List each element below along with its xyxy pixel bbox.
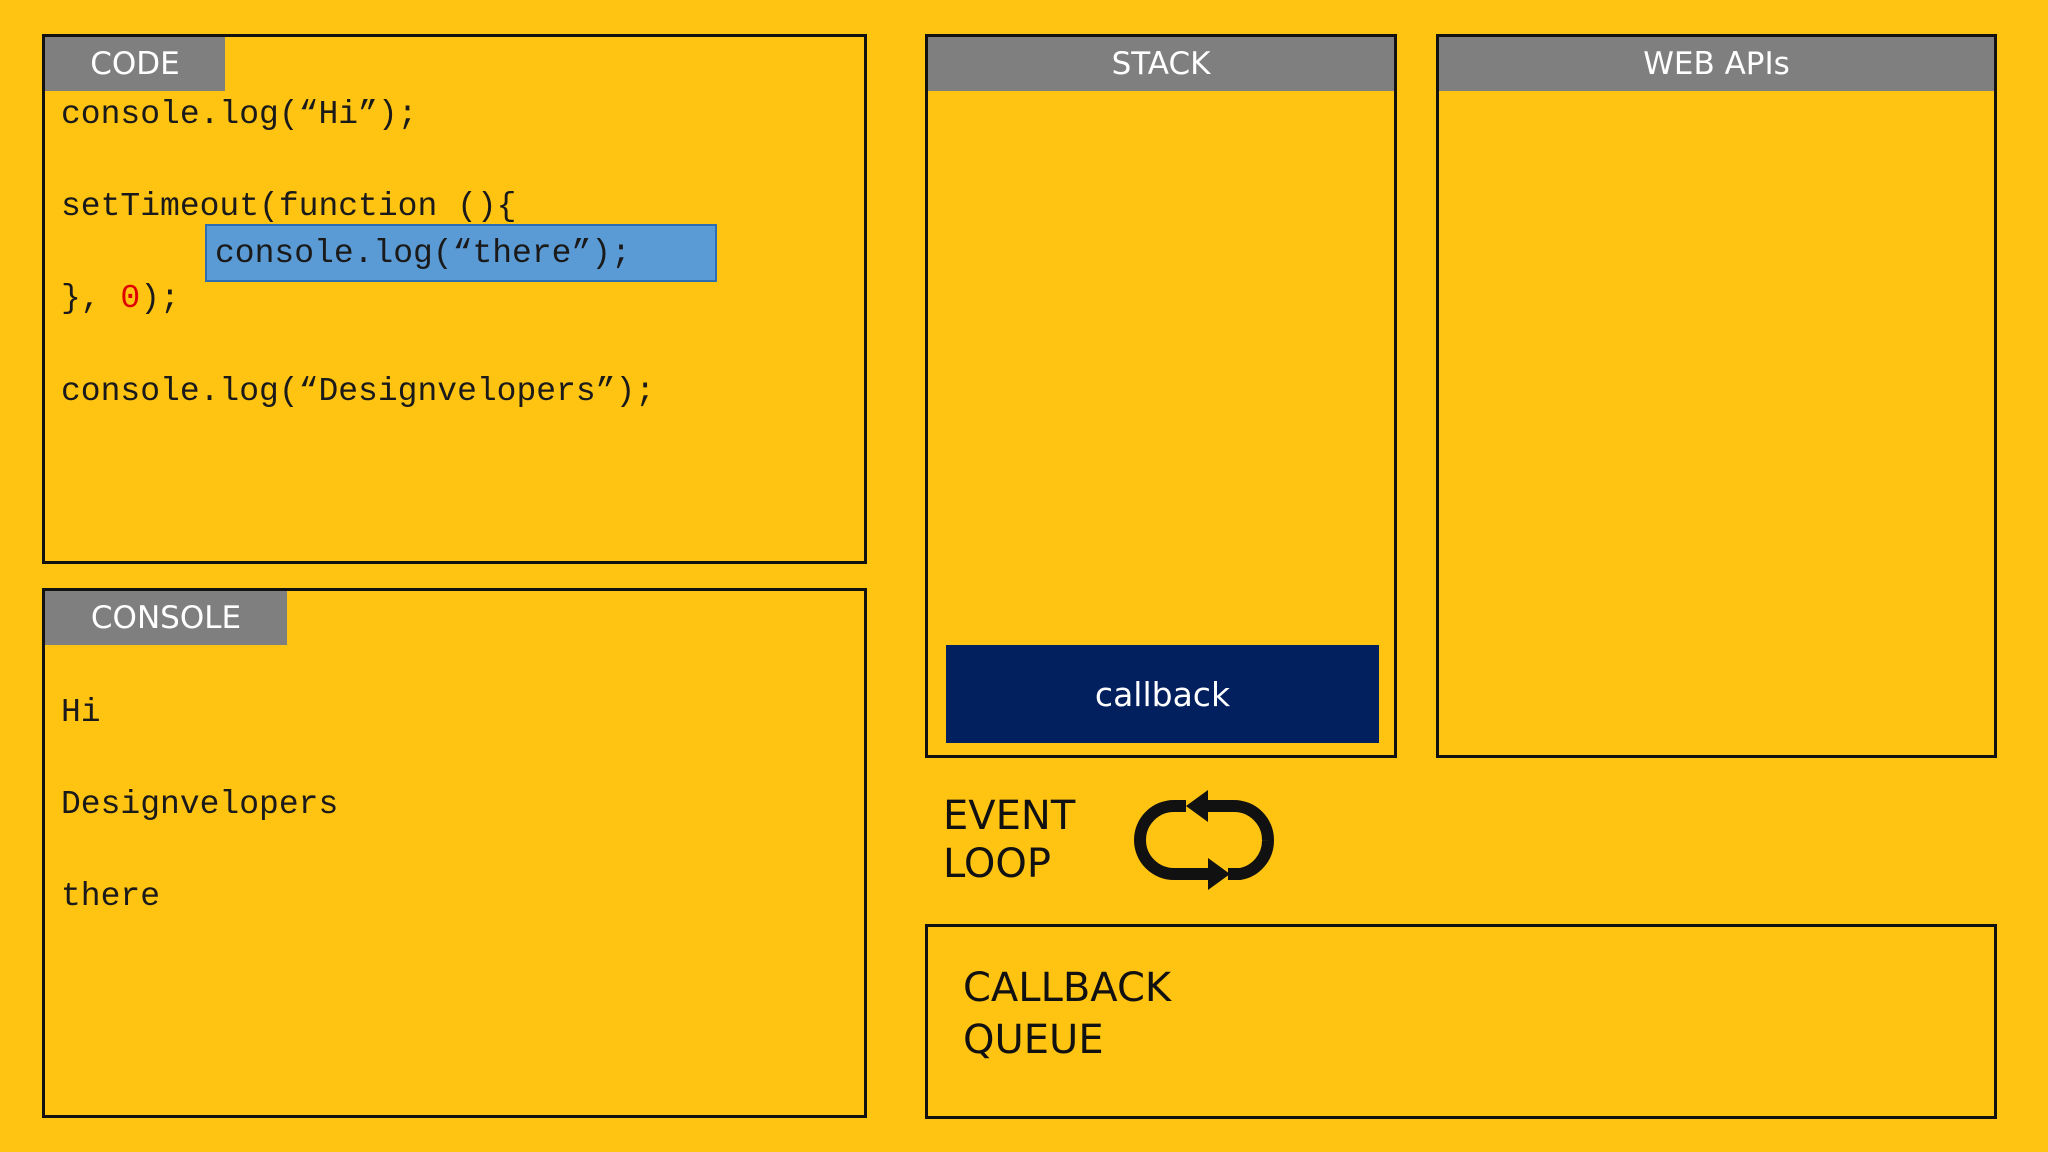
code-tab: CODE bbox=[45, 37, 225, 91]
event-loop-label-line-1: EVENT bbox=[943, 793, 1076, 839]
console-tab: CONSOLE bbox=[45, 591, 287, 645]
highlighted-code-line: console.log(“there”); bbox=[205, 224, 717, 282]
code-line-4-prefix: }, bbox=[61, 280, 121, 317]
code-line-4: }, 0); bbox=[61, 282, 180, 315]
code-line-4-suffix: ); bbox=[140, 280, 180, 317]
event-loop-label: EVENT LOOP bbox=[943, 792, 1075, 888]
console-panel: CONSOLE Hi Designvelopers there bbox=[42, 588, 867, 1118]
callback-queue-label-line-1: CALLBACK bbox=[963, 965, 1172, 1011]
stack-frame-callback: callback bbox=[946, 645, 1379, 743]
code-line-2: setTimeout(function (){ bbox=[61, 188, 517, 225]
code-panel: CODE console.log(“Hi”); setTimeout(funct… bbox=[42, 34, 867, 564]
stack-panel: STACK callback bbox=[925, 34, 1397, 758]
callback-queue-label: CALLBACK QUEUE bbox=[963, 962, 1171, 1066]
console-output-line: Hi bbox=[61, 694, 101, 731]
loop-arrows-icon bbox=[1134, 790, 1275, 890]
callback-queue-panel: CALLBACK QUEUE bbox=[925, 924, 1997, 1119]
stack-tab: STACK bbox=[928, 37, 1394, 91]
console-output-line: Designvelopers bbox=[61, 786, 339, 823]
web-apis-panel: WEB APIs bbox=[1436, 34, 1997, 758]
code-line-5: console.log(“Designvelopers”); bbox=[61, 373, 656, 410]
web-apis-tab: WEB APIs bbox=[1439, 37, 1994, 91]
timeout-delay-value: 0 bbox=[120, 280, 141, 317]
event-loop-label-line-2: LOOP bbox=[943, 841, 1051, 887]
callback-queue-label-line-2: QUEUE bbox=[963, 1017, 1104, 1063]
console-output-line: there bbox=[61, 878, 161, 915]
code-line-1: console.log(“Hi”); bbox=[61, 96, 418, 133]
